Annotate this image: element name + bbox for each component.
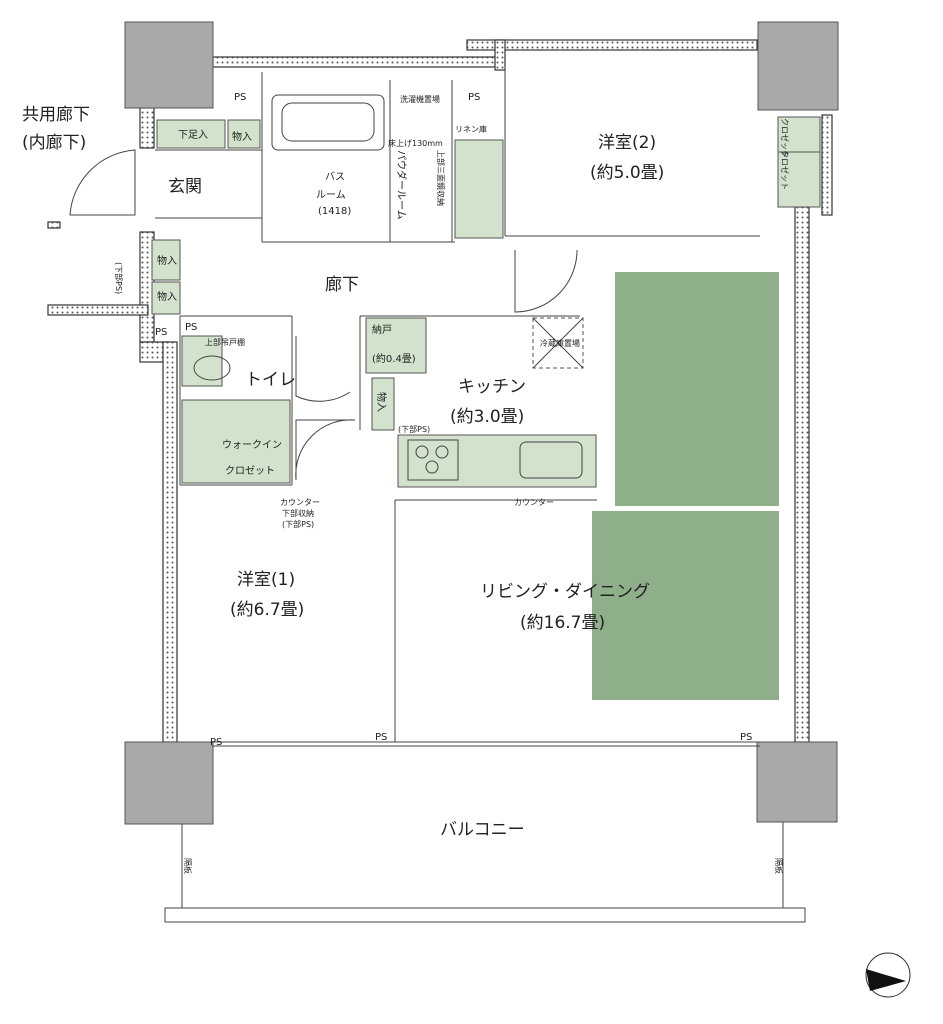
ps-label-3: PS [155, 327, 167, 338]
sink-icon [519, 441, 583, 479]
hall-storage-2 [151, 281, 181, 315]
storage-label-3: 物入 [157, 290, 177, 303]
kitchen-lower-ps-label: (下部PS) [398, 424, 430, 434]
living-floor-area-lower [592, 511, 779, 700]
toilet-bowl-icon [193, 355, 231, 381]
bath-size-label: (1418) [318, 206, 351, 217]
kitchen-door[interactable] [514, 249, 578, 313]
powder-room-label: パウダールーム [395, 150, 408, 220]
closet-right-1 [777, 116, 821, 153]
ps-label-7: PS [740, 732, 752, 743]
bathtub [271, 94, 385, 151]
partition-label-left: 隔板 [183, 858, 193, 874]
counter-label: カウンター [514, 498, 554, 507]
bathtub-inner [281, 102, 375, 142]
hall-storage-1 [151, 239, 181, 281]
pillar-top-left [124, 21, 214, 109]
toilet-door[interactable] [295, 336, 351, 402]
bath-label: バス [325, 171, 345, 183]
mirror-cabinet [454, 139, 504, 239]
counter-storage-label-3: (下部PS) [282, 519, 314, 529]
kitchen-size-label: (約3.0畳) [450, 407, 524, 427]
compass-icon [865, 952, 911, 998]
western2-size-label: (約5.0畳) [590, 163, 664, 183]
interior-walls [155, 66, 760, 747]
pillar-top-right [757, 21, 839, 111]
exterior-walls [47, 39, 833, 743]
walkin-label: ウォークイン [222, 439, 282, 451]
kitchen-label: キッチン [458, 377, 526, 397]
shoes-cabinet [156, 119, 226, 149]
ps-label-6: PS [375, 732, 387, 743]
nando-area [365, 317, 427, 374]
entrance-label: 玄関 [168, 177, 202, 197]
nando-label: 納戸 [372, 323, 392, 336]
bath-room-label: ルーム [316, 189, 346, 201]
toilet-shelf-label: 上部吊戸棚 [205, 337, 245, 347]
fridge-spot [532, 317, 584, 369]
ps-label-1: PS [234, 92, 246, 103]
walkin-closet-area [181, 399, 291, 484]
kitchen-counter [397, 434, 597, 488]
ps-label-5: PS [210, 737, 222, 748]
closet-label-1: クロゼット [780, 118, 790, 158]
common-corridor-sub-label: (内廊下) [22, 133, 86, 153]
counter-storage-label-1: カウンター [280, 498, 320, 507]
storage-label-2: 物入 [157, 254, 177, 267]
storage-label-1: 物入 [232, 130, 252, 143]
pillar-bottom-left [124, 741, 214, 825]
kitchen-storage [371, 377, 395, 431]
walkin-closet-label: クロゼット [225, 465, 275, 477]
fridge-label: 冷蔵庫置場 [540, 338, 580, 348]
living-label: リビング・ダイニング [480, 582, 650, 602]
floor-note-label: 床上げ130mm [388, 138, 443, 148]
mirror-storage-label: 上部三面鏡収納 [436, 150, 446, 206]
balcony-rail [164, 907, 806, 923]
hallway-label: 廊下 [325, 275, 359, 295]
laundry-label: 洗濯機置場 [400, 94, 440, 104]
living-size-label: (約16.7畳) [520, 613, 605, 633]
pillar-bottom-right [756, 741, 838, 823]
ps-label-2: PS [468, 92, 480, 103]
western2-label: 洋室(2) [598, 133, 656, 153]
entrance-door[interactable] [69, 149, 136, 216]
living-floor-area-upper [615, 272, 779, 506]
closet-right-2 [777, 151, 821, 208]
partition-label-right: 隔板 [774, 858, 784, 874]
western1-door[interactable] [295, 419, 356, 481]
storage-label-4: 物入 [375, 392, 388, 412]
counter-storage-label-2: 下部収納 [282, 508, 314, 518]
toilet-label: トイレ [245, 370, 296, 390]
entrance-storage [227, 119, 261, 149]
ps-label-4: PS [185, 322, 197, 333]
balcony-label: バルコニー [440, 820, 525, 840]
shoes-label: 下足入 [178, 129, 208, 141]
lower-ps-label: (下部PS) [114, 262, 124, 294]
linen-label: リネン庫 [455, 124, 487, 134]
closet-label-2: クロゼット [780, 150, 790, 190]
western1-size-label: (約6.7畳) [230, 600, 304, 620]
common-corridor-label: 共用廊下 [22, 105, 90, 125]
nando-size-label: (約0.4畳) [372, 352, 416, 365]
stove-icon [407, 439, 459, 481]
western1-label: 洋室(1) [237, 570, 295, 590]
